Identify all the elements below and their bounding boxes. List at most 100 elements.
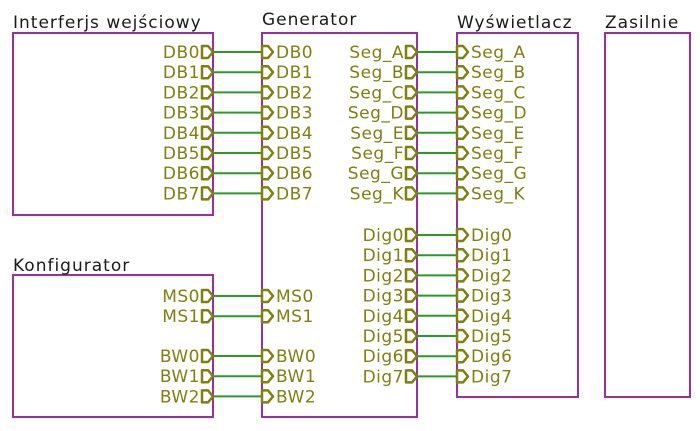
input-port-icon bbox=[260, 44, 275, 60]
pin-label: DB7 bbox=[276, 184, 313, 204]
output-port-icon bbox=[200, 64, 215, 80]
input-port-icon bbox=[260, 145, 275, 161]
pin-label: DB0 bbox=[276, 43, 313, 63]
pin-label: Seg_A bbox=[471, 43, 526, 63]
pin-label: Seg_B bbox=[471, 63, 526, 83]
input-port-icon bbox=[455, 85, 470, 100]
input-port-icon bbox=[455, 145, 470, 161]
sheet-title-wyswietlacz: Wyświetlacz bbox=[457, 13, 573, 33]
pin-label: Seg_G bbox=[348, 164, 404, 184]
pin-label: BW1 bbox=[160, 367, 200, 387]
pin-label: Dig2 bbox=[471, 266, 512, 286]
output-port-icon bbox=[404, 64, 419, 80]
pin-label: Seg_K bbox=[471, 184, 526, 204]
sheet-title-generator: Generator bbox=[262, 10, 357, 30]
pin-label: DB4 bbox=[276, 124, 313, 144]
sheet-wyswietlacz[interactable] bbox=[456, 32, 579, 398]
output-port-icon bbox=[404, 308, 419, 324]
input-port-icon bbox=[260, 348, 275, 364]
input-port-icon bbox=[260, 186, 275, 201]
pin-label: DB2 bbox=[276, 83, 313, 103]
input-port-icon bbox=[260, 368, 275, 384]
sheet-interfejs[interactable] bbox=[12, 32, 214, 216]
pin-label: DB3 bbox=[276, 104, 313, 124]
pin-label: DB2 bbox=[163, 83, 200, 103]
pin-label: Seg_C bbox=[471, 83, 526, 103]
output-port-icon bbox=[404, 44, 419, 60]
pin-label: Seg_F bbox=[351, 144, 404, 164]
pin-label: DB0 bbox=[163, 43, 200, 63]
input-port-icon bbox=[260, 85, 275, 100]
pin-label: Seg_C bbox=[349, 83, 404, 103]
pin-label: Dig1 bbox=[363, 246, 404, 266]
pin-label: DB4 bbox=[163, 124, 200, 144]
output-port-icon bbox=[404, 268, 419, 283]
output-port-icon bbox=[404, 186, 419, 201]
output-port-icon bbox=[200, 85, 215, 100]
input-port-icon bbox=[455, 369, 470, 384]
sheet-title-konfigurator: Konfigurator bbox=[13, 256, 130, 276]
input-port-icon bbox=[455, 348, 470, 364]
output-port-icon bbox=[404, 145, 419, 161]
pin-label: DB7 bbox=[163, 184, 200, 204]
output-port-icon bbox=[404, 328, 419, 344]
input-port-icon bbox=[455, 227, 470, 243]
pin-label: Seg_G bbox=[471, 164, 527, 184]
pin-label: Seg_F bbox=[471, 144, 524, 164]
pin-label: Seg_E bbox=[471, 124, 525, 144]
pin-label: Dig6 bbox=[471, 347, 512, 367]
pin-label: Dig5 bbox=[363, 327, 404, 347]
sheet-title-interfejs: Interferjs wejściowy bbox=[13, 13, 202, 33]
pin-label: BW2 bbox=[276, 387, 316, 407]
input-port-icon bbox=[455, 64, 470, 80]
pin-label: DB1 bbox=[163, 63, 200, 83]
input-port-icon bbox=[260, 125, 275, 141]
pin-label: Seg_D bbox=[471, 104, 527, 124]
output-port-icon bbox=[404, 85, 419, 100]
output-port-icon bbox=[404, 165, 419, 181]
pin-label: BW0 bbox=[160, 347, 200, 367]
pin-label: DB6 bbox=[276, 164, 313, 184]
pin-label: Dig4 bbox=[471, 307, 512, 327]
pin-label: Dig3 bbox=[471, 287, 512, 307]
output-port-icon bbox=[200, 145, 215, 161]
pin-label: Dig6 bbox=[363, 347, 404, 367]
input-port-icon bbox=[455, 247, 470, 263]
pin-label: Dig3 bbox=[363, 287, 404, 307]
pin-label: Seg_D bbox=[348, 104, 404, 124]
pin-label: DB1 bbox=[276, 63, 313, 83]
output-port-icon bbox=[200, 125, 215, 141]
sheet-generator[interactable] bbox=[261, 32, 418, 418]
pin-label: DB5 bbox=[163, 144, 200, 164]
input-port-icon bbox=[260, 288, 275, 304]
input-port-icon bbox=[455, 328, 470, 344]
input-port-icon bbox=[260, 308, 275, 324]
sheet-konfigurator[interactable] bbox=[12, 274, 214, 418]
sheet-zasilnie[interactable] bbox=[604, 32, 691, 398]
pin-label: DB5 bbox=[276, 144, 313, 164]
pin-label: Dig1 bbox=[471, 246, 512, 266]
pin-label: Seg_E bbox=[350, 124, 404, 144]
output-port-icon bbox=[404, 369, 419, 384]
output-port-icon bbox=[404, 247, 419, 263]
pin-label: Seg_A bbox=[349, 43, 404, 63]
pin-label: DB6 bbox=[163, 164, 200, 184]
output-port-icon bbox=[200, 389, 215, 404]
input-port-icon bbox=[455, 105, 470, 120]
output-port-icon bbox=[404, 348, 419, 364]
input-port-icon bbox=[260, 105, 275, 120]
output-port-icon bbox=[200, 368, 215, 384]
pin-label: Seg_K bbox=[350, 184, 405, 204]
sheet-title-zasilnie: Zasilnie bbox=[605, 13, 679, 33]
pin-label: Dig7 bbox=[363, 367, 404, 387]
pin-label: Dig0 bbox=[471, 226, 512, 246]
pin-label: MS1 bbox=[276, 307, 314, 327]
pin-label: Seg_B bbox=[349, 63, 404, 83]
output-port-icon bbox=[200, 308, 215, 324]
input-port-icon bbox=[455, 125, 470, 141]
output-port-icon bbox=[200, 348, 215, 364]
input-port-icon bbox=[260, 165, 275, 181]
pin-label: DB3 bbox=[163, 104, 200, 124]
output-port-icon bbox=[404, 227, 419, 243]
